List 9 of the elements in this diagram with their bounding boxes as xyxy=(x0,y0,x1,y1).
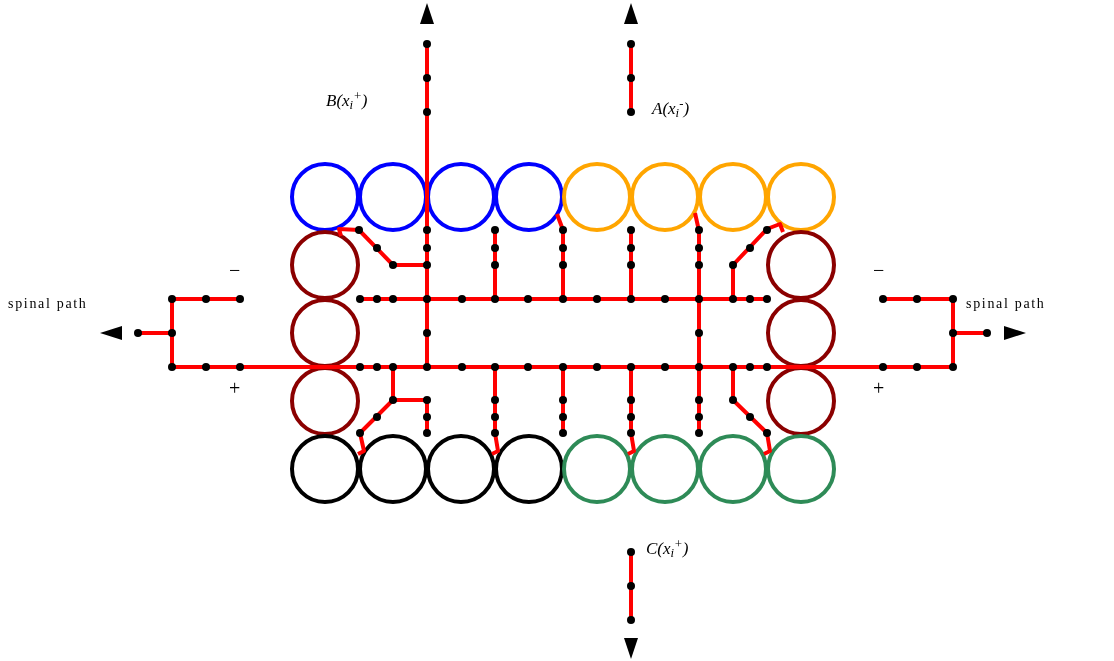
sign-label: + xyxy=(873,378,885,398)
sign-label: + xyxy=(229,378,241,398)
sign-label: − xyxy=(873,260,885,280)
sign-label: − xyxy=(229,260,241,280)
path-label: spinal path xyxy=(966,297,1046,311)
terminal-label: B(x$_{i}$$^{+}$) xyxy=(326,92,368,109)
path-label: spinal path xyxy=(8,297,88,311)
terminal-label: A(x$_{i}$$^{-}$) xyxy=(652,100,690,117)
terminal-label: C(x$_{i}$$^{+}$) xyxy=(646,540,689,557)
